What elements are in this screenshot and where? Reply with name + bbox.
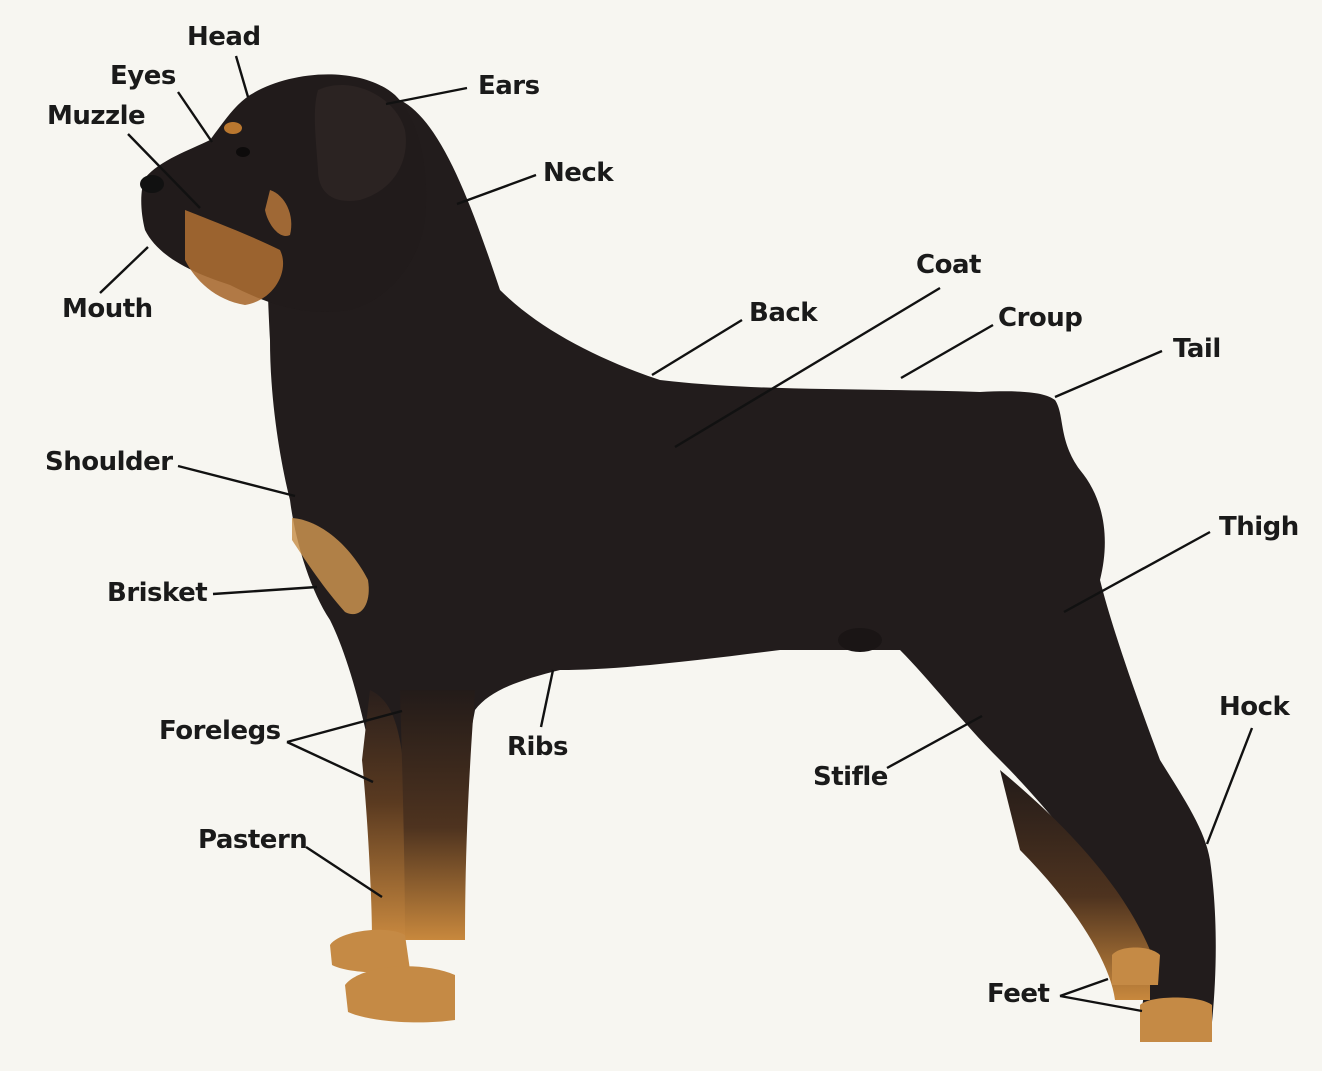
label-hock: Hock — [1219, 692, 1290, 722]
label-stifle: Stifle — [813, 762, 888, 792]
label-tail: Tail — [1173, 334, 1221, 364]
label-feet: Feet — [987, 979, 1050, 1009]
leader-line-feet-upper — [1059, 977, 1109, 998]
leader-line-coat — [674, 286, 941, 449]
leader-line-ears — [385, 86, 468, 106]
label-muzzle: Muzzle — [47, 101, 146, 131]
leader-line-forelegs-upper — [286, 709, 403, 744]
label-coat: Coat — [916, 250, 981, 280]
label-head: Head — [187, 22, 261, 52]
leader-line-stifle — [886, 714, 983, 770]
leader-line-tail — [1054, 349, 1163, 399]
label-brisket: Brisket — [107, 578, 208, 608]
label-shoulder: Shoulder — [45, 447, 173, 477]
label-back: Back — [749, 298, 818, 328]
leader-line-eyes — [177, 91, 213, 143]
label-neck: Neck — [543, 158, 614, 188]
label-croup: Croup — [998, 303, 1083, 333]
label-ears: Ears — [478, 71, 540, 101]
leader-line-thigh — [1063, 530, 1211, 614]
leader-line-pastern — [305, 845, 383, 899]
label-pastern: Pastern — [198, 825, 308, 855]
leader-line-feet-lower — [1059, 994, 1143, 1013]
leader-line-neck — [456, 173, 537, 206]
leader-line-forelegs-lower — [286, 740, 374, 784]
leader-line-back — [651, 318, 743, 377]
leader-line-brisket — [212, 585, 318, 596]
leader-line-muzzle — [127, 133, 201, 209]
label-forelegs: Forelegs — [159, 716, 281, 746]
leader-line-hock — [1205, 727, 1254, 845]
leader-line-head — [234, 55, 250, 98]
leader-line-mouth — [99, 246, 149, 294]
leader-lines — [99, 55, 1254, 1013]
label-ribs: Ribs — [507, 732, 569, 762]
label-mouth: Mouth — [62, 294, 153, 324]
label-thigh: Thigh — [1219, 512, 1299, 542]
dog-body — [140, 74, 1216, 1042]
leader-line-croup — [900, 323, 994, 380]
leader-line-ribs — [539, 669, 555, 728]
leader-line-shoulder — [177, 464, 296, 498]
label-eyes: Eyes — [110, 61, 176, 91]
